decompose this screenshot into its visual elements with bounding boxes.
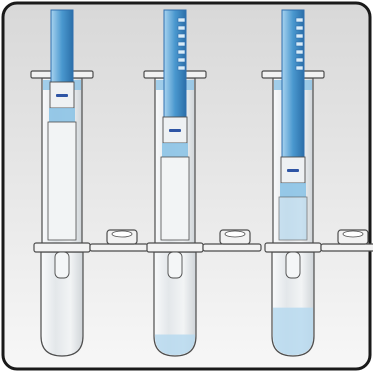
tube-collar <box>34 243 90 252</box>
stem-ridge <box>296 66 303 70</box>
stem-ridge <box>296 18 303 22</box>
inner-tip <box>168 252 182 278</box>
inner-tip <box>55 252 69 278</box>
plunger-stem <box>51 10 73 92</box>
cap-top <box>225 231 245 237</box>
filter-column <box>279 197 307 240</box>
plunger-marker <box>287 169 299 172</box>
stem-ridge <box>296 42 303 46</box>
plunger-band <box>280 183 306 197</box>
stem-ridge <box>178 50 185 54</box>
plunger-band <box>162 143 188 157</box>
tube-collar <box>147 243 203 252</box>
stem-ridge <box>178 66 185 70</box>
stem-ridge <box>178 34 185 38</box>
plunger-stem <box>282 10 304 167</box>
stem-ridge <box>296 26 303 30</box>
stem-ridge <box>178 18 185 22</box>
cap-top <box>343 231 363 237</box>
cap-top <box>112 231 132 237</box>
plunger-marker <box>56 94 68 97</box>
stem-ridge <box>178 26 185 30</box>
filter-column <box>161 157 189 240</box>
hinge-strip <box>90 244 148 251</box>
stem-ridge <box>296 34 303 38</box>
plunger-marker <box>169 129 181 132</box>
hinge-strip <box>203 244 261 251</box>
tube-liquid <box>273 308 313 355</box>
filter-column <box>48 122 76 240</box>
hinge-strip <box>321 244 373 251</box>
stem-ridge <box>178 42 185 46</box>
stem-ridge <box>296 50 303 54</box>
inner-tip <box>286 252 300 278</box>
stem-ridge <box>178 58 185 62</box>
stem-ridge <box>296 58 303 62</box>
tube-collar <box>265 243 321 252</box>
plunger-band <box>49 108 75 122</box>
